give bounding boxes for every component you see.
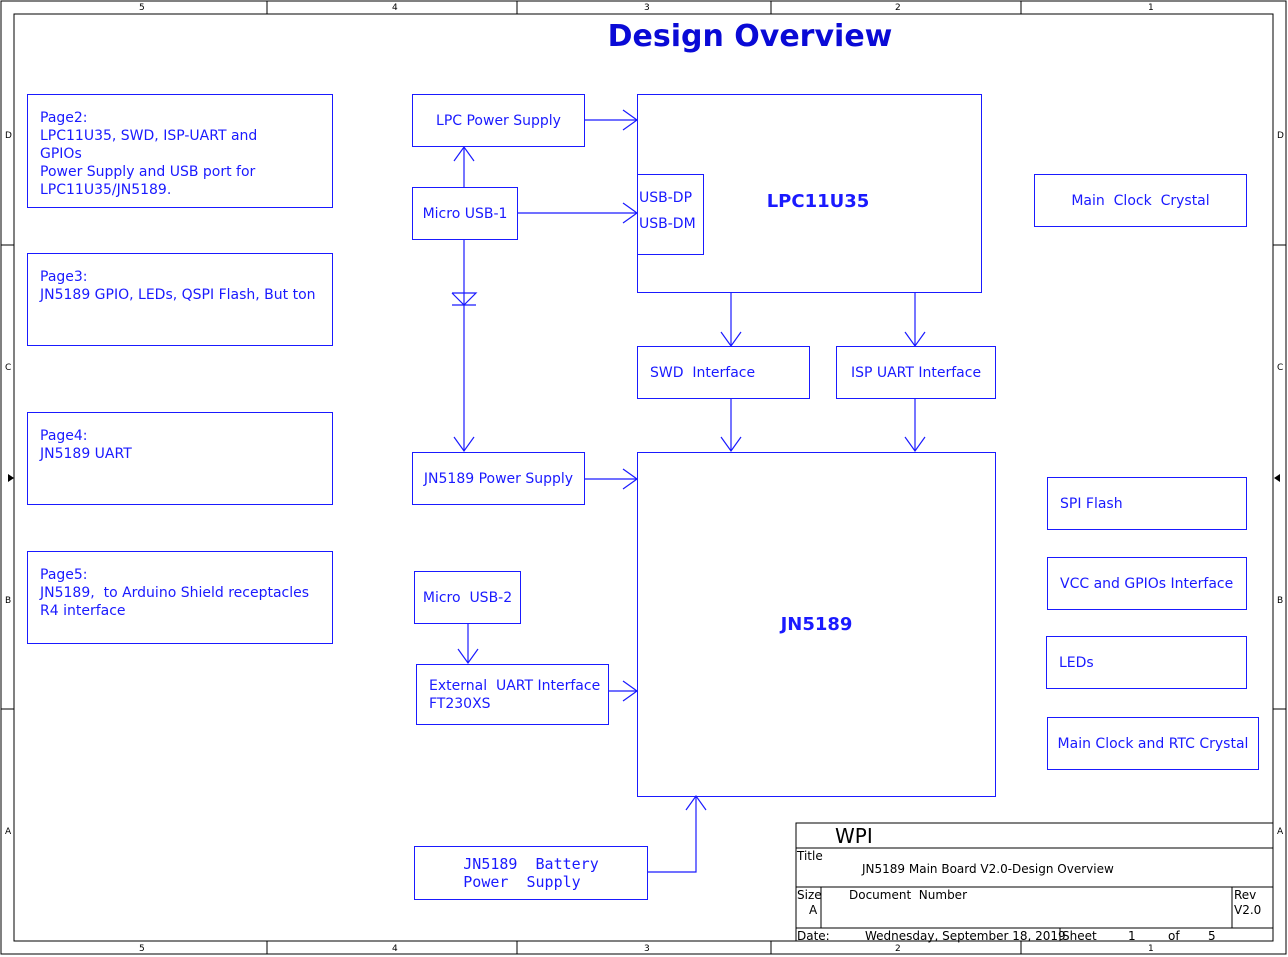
size-label: Size	[797, 888, 822, 902]
row-label-d-left: D	[5, 131, 12, 141]
date-label: Date:	[797, 929, 830, 943]
col-label-1-bottom: 1	[1148, 944, 1154, 954]
external-uart-interface-block: External UART Interface FT230XS	[416, 664, 609, 725]
usb-dm-pin: USB-DM	[639, 216, 696, 232]
note-page2: Page2: LPC11U35, SWD, ISP-UART and GPIOs…	[27, 94, 333, 208]
jn5189-block: JN5189	[637, 452, 996, 797]
rev-label: Rev	[1234, 888, 1257, 902]
row-label-d-right: D	[1277, 131, 1284, 141]
sheet-label: Sheet	[1062, 929, 1097, 943]
size-value: A	[809, 903, 818, 917]
wires	[451, 109, 926, 873]
company-name: WPI	[835, 824, 873, 848]
rev-value: V2.0	[1234, 903, 1262, 917]
micro-usb-1-block: Micro USB-1	[412, 187, 518, 240]
main-clock-rtc-crystal-block: Main Clock and RTC Crystal	[1047, 717, 1259, 770]
date-value: Wednesday, September 18, 2019	[865, 929, 1066, 943]
swd-interface-block: SWD Interface	[637, 346, 810, 399]
page-title: Design Overview	[607, 19, 893, 54]
note-page3: Page3: JN5189 GPIO, LEDs, QSPI Flash, Bu…	[27, 253, 333, 346]
left-center-marker	[8, 474, 14, 482]
main-clock-crystal-block: Main Clock Crystal	[1034, 174, 1247, 227]
of-value: 5	[1208, 929, 1216, 943]
spi-flash-block: SPI Flash	[1047, 477, 1247, 530]
col-label-2-top: 2	[895, 3, 901, 13]
col-label-3-bottom: 3	[644, 944, 650, 954]
jn5189-power-supply-block: JN5189 Power Supply	[412, 452, 585, 505]
micro-usb-2-block: Micro USB-2	[414, 571, 521, 624]
col-label-4-bottom: 4	[392, 944, 398, 954]
col-label-3-top: 3	[644, 3, 650, 13]
leds-block: LEDs	[1046, 636, 1247, 689]
col-label-2-bottom: 2	[895, 944, 901, 954]
title-label: Title	[797, 849, 823, 863]
title-value: JN5189 Main Board V2.0-Design Overview	[862, 862, 1114, 876]
lpc11u35-label: LPC11U35	[766, 191, 870, 212]
row-label-a-right: A	[1277, 827, 1284, 837]
document-number-label: Document Number	[849, 888, 968, 902]
inner-frame	[13, 13, 1274, 942]
note-page4: Page4: JN5189 UART	[27, 412, 333, 505]
of-label: of	[1168, 929, 1180, 943]
lpc11u35-block: LPC11U35 USB-DP USB-DM	[637, 94, 982, 293]
row-label-c-left: C	[5, 363, 12, 373]
col-label-5-bottom: 5	[139, 944, 145, 954]
battery-power-supply-block: JN5189 Battery Power Supply	[414, 846, 648, 900]
vcc-gpio-interface-block: VCC and GPIOs Interface	[1047, 557, 1247, 610]
sheet-value: 1	[1128, 929, 1136, 943]
row-label-a-left: A	[5, 827, 12, 837]
note-page5: Page5: JN5189, to Arduino Shield recepta…	[27, 551, 333, 644]
col-label-4-top: 4	[392, 3, 398, 13]
col-label-5-top: 5	[139, 3, 145, 13]
right-center-marker	[1274, 474, 1280, 482]
usb-dp-pin: USB-DP	[639, 190, 693, 206]
isp-uart-interface-block: ISP UART Interface	[836, 346, 996, 399]
title-block-frame	[795, 822, 1274, 942]
row-label-b-left: B	[5, 596, 12, 606]
usb-port-block: USB-DP USB-DM	[637, 174, 704, 255]
lpc-power-supply-block: LPC Power Supply	[412, 94, 585, 147]
row-label-c-right: C	[1277, 363, 1284, 373]
col-label-1-top: 1	[1148, 3, 1154, 13]
row-label-b-right: B	[1277, 596, 1284, 606]
jn5189-label: JN5189	[780, 613, 853, 635]
